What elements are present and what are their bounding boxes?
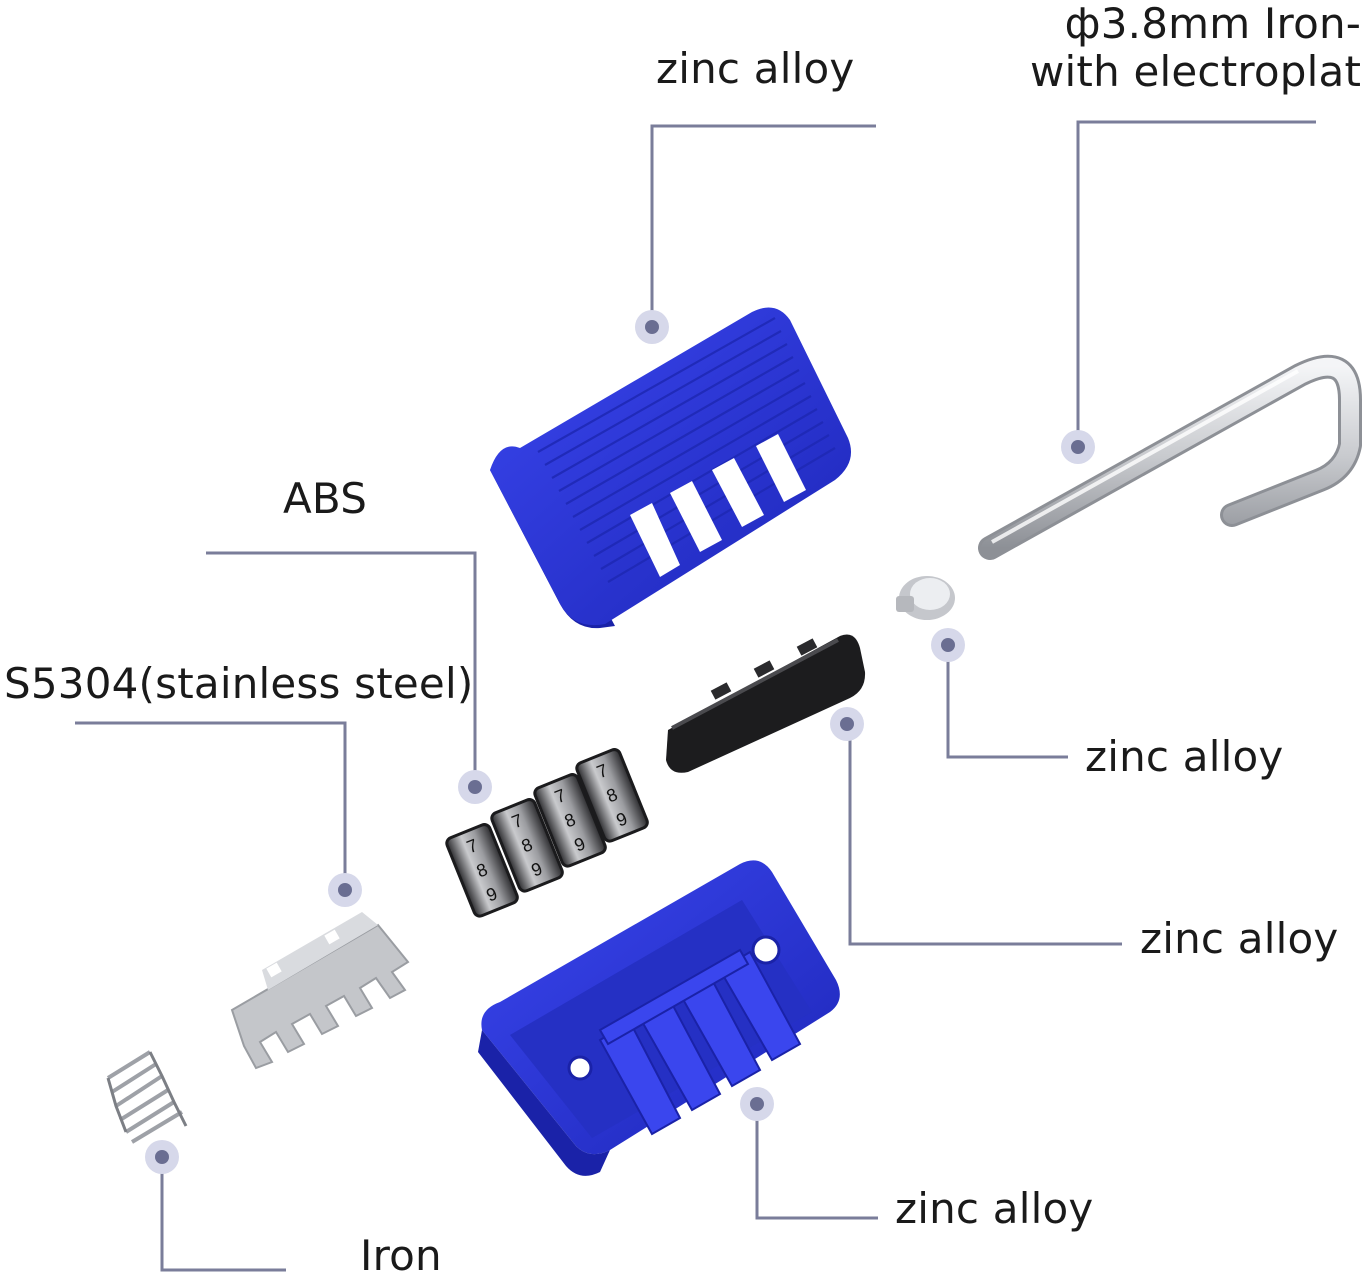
- plate-part: [230, 912, 410, 1070]
- dot-shackle: [1061, 430, 1095, 464]
- top-housing-part: [490, 307, 852, 629]
- leader-dials: [206, 551, 477, 785]
- axle-part: [666, 634, 866, 773]
- label-top-housing: zinc alloy: [656, 44, 855, 93]
- callout-dots: [145, 310, 1095, 1174]
- label-shackle-line2: with electroplat: [1030, 47, 1362, 97]
- dial-2: 7 8 9: [490, 798, 564, 893]
- leader-bottom-housing: [755, 1105, 878, 1220]
- label-shackle: ф3.8mm Iron- with electroplat: [1030, 0, 1361, 97]
- leader-axle: [848, 725, 1122, 946]
- dot-bottom-housing: [740, 1087, 774, 1121]
- dot-axle: [830, 707, 864, 741]
- dial-1: 7 8 9: [445, 823, 519, 918]
- spring-part: [106, 1050, 188, 1144]
- dot-top-housing: [635, 310, 669, 344]
- label-shackle-line1: ф3.8mm Iron-: [1064, 0, 1362, 48]
- label-spring: Iron: [360, 1231, 442, 1280]
- bottom-housing-part: [478, 860, 840, 1176]
- label-axle: zinc alloy: [1140, 914, 1339, 963]
- label-plate: S5304(stainless steel): [4, 659, 474, 708]
- dial-3: 7 8 9: [533, 773, 607, 868]
- leader-spring: [160, 1158, 286, 1272]
- label-bottom-housing: zinc alloy: [895, 1184, 1094, 1233]
- dial-4: 7 8 9: [575, 748, 649, 843]
- dials-part: 7 8 9 7 8 9 7 8 9 7 8 9: [445, 748, 649, 918]
- dot-dials: [458, 770, 492, 804]
- dot-plate: [328, 873, 362, 907]
- dot-spring: [145, 1140, 179, 1174]
- shackle-part: [978, 354, 1362, 560]
- leader-shackle: [1076, 120, 1316, 446]
- label-dials: ABS: [283, 474, 368, 523]
- leader-plate: [75, 721, 347, 888]
- dot-pin: [931, 628, 965, 662]
- label-pin: zinc alloy: [1085, 732, 1284, 781]
- pin-part: [896, 576, 955, 620]
- leader-pin: [946, 644, 1068, 759]
- leader-lines: [75, 120, 1316, 1272]
- leader-top-housing: [650, 124, 876, 325]
